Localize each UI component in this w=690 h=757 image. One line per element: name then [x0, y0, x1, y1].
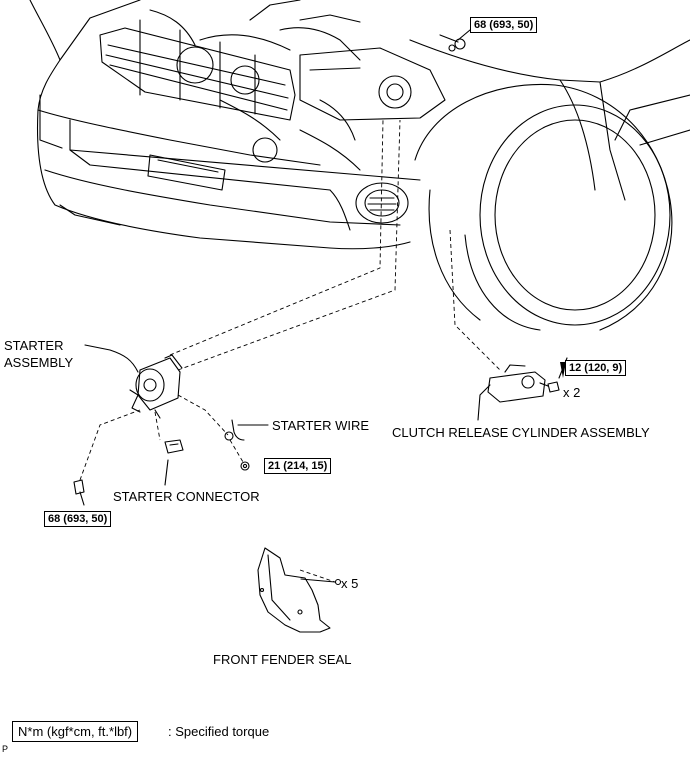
label-starter-assembly-line2: ASSEMBLY: [4, 355, 74, 370]
bolt-starter: [73, 479, 85, 506]
legend-specified-torque: : Specified torque: [168, 724, 270, 739]
license-plate-bracket: [147, 154, 226, 191]
dashed-line-fender-clip: [299, 569, 336, 583]
dashed-line-clutch: [449, 229, 501, 371]
dashed-line-connector: [154, 411, 161, 441]
footer-code: P: [2, 744, 9, 754]
torque-box-starter-bolt: 68 (693, 50): [44, 511, 112, 527]
nut-starter-wire: [240, 461, 250, 471]
starter-assembly-part: [129, 354, 183, 419]
quantity-clutch-bolts: x 2: [563, 385, 581, 400]
dashed-line-starter-side: [177, 119, 401, 371]
dashed-line-starter-top: [169, 119, 384, 356]
clutch-release-cylinder-part: [477, 364, 546, 421]
label-starter-assembly-line1: STARTER: [4, 338, 64, 353]
label-starter-wire: STARTER WIRE: [272, 418, 370, 433]
front-fender-seal-part: [257, 547, 342, 633]
torque-pointer: [560, 362, 566, 378]
fog-light: [355, 182, 409, 224]
vehicle-front-body: [29, 0, 690, 250]
quantity-fender-clips: x 5: [341, 576, 359, 591]
dashed-line-starter-bolt: [79, 409, 141, 481]
dashed-line-wire-nut: [229, 439, 244, 463]
starter-connector-part: [164, 439, 184, 454]
torque-box-top-right: 68 (693, 50): [470, 17, 538, 33]
leader-lines: [84, 29, 471, 583]
label-starter-connector: STARTER CONNECTOR: [113, 489, 260, 504]
grille: [99, 19, 296, 121]
starter-wire-part: [224, 419, 269, 441]
torque-box-clutch-bolt: 12 (120, 9): [565, 360, 627, 376]
engine-bay: [149, 0, 361, 171]
label-front-fender-seal: FRONT FENDER SEAL: [213, 652, 352, 667]
dashed-line-clutch-bolt: [539, 382, 549, 387]
dashed-line-wire: [177, 394, 229, 436]
label-clutch-release-cylinder: CLUTCH RELEASE CYLINDER ASSEMBLY: [392, 425, 650, 440]
headlight: [299, 47, 446, 121]
front-wheel: [414, 83, 673, 331]
legend-torque-units: N*m (kgf*cm, ft.*lbf): [12, 721, 139, 742]
torque-box-starter-wire-nut: 21 (214, 15): [264, 458, 332, 474]
